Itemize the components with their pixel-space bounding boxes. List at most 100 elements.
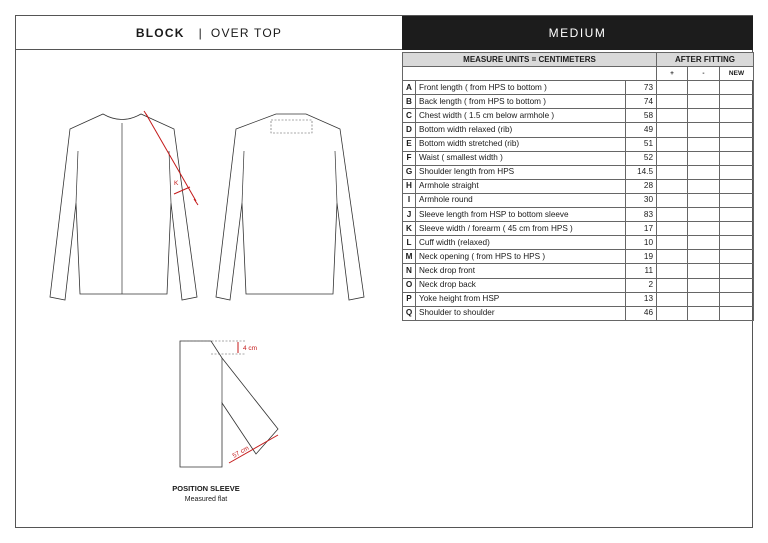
units-subheader-blank xyxy=(402,66,657,82)
fit-plus-cell[interactable] xyxy=(656,192,688,209)
fit-plus-cell[interactable] xyxy=(656,178,688,194)
row-value: 28 xyxy=(625,178,657,194)
fit-new-cell[interactable] xyxy=(718,207,755,223)
fit-minus-cell[interactable] xyxy=(687,80,720,96)
fit-plus-cell[interactable] xyxy=(656,221,688,237)
fit-plus-cell[interactable] xyxy=(656,277,688,293)
fit-plus-cell[interactable] xyxy=(656,136,688,152)
fit-minus-cell[interactable] xyxy=(687,235,720,251)
row-code: F xyxy=(402,150,416,166)
col-new: NEW xyxy=(718,66,755,82)
fit-plus-cell[interactable] xyxy=(656,305,688,321)
fit-minus-cell[interactable] xyxy=(687,277,720,293)
row-code: I xyxy=(402,192,416,209)
row-description: Neck opening ( from HPS to HPS ) xyxy=(415,249,626,265)
row-value: 46 xyxy=(625,305,657,321)
fit-new-cell[interactable] xyxy=(718,249,755,265)
row-description: Front length ( from HPS to bottom ) xyxy=(415,80,626,96)
row-value: 52 xyxy=(625,150,657,166)
fit-minus-cell[interactable] xyxy=(687,305,720,321)
fit-minus-cell[interactable] xyxy=(687,136,720,152)
row-code: G xyxy=(402,164,416,180)
row-value: 58 xyxy=(625,108,657,124)
fit-new-cell[interactable] xyxy=(718,221,755,237)
fit-plus-cell[interactable] xyxy=(656,94,688,110)
fit-minus-cell[interactable] xyxy=(687,178,720,194)
row-value: 13 xyxy=(625,291,657,307)
row-value: 11 xyxy=(625,263,657,279)
drop-measure-label: 4 cm xyxy=(243,345,257,352)
row-value: 51 xyxy=(625,136,657,152)
size-label: MEDIUM xyxy=(548,26,607,40)
fit-new-cell[interactable] xyxy=(718,136,755,152)
row-value: 30 xyxy=(625,192,657,209)
fit-minus-cell[interactable] xyxy=(687,164,720,180)
fit-new-cell[interactable] xyxy=(718,277,755,293)
row-description: Waist ( smallest width ) xyxy=(415,150,626,166)
row-description: Neck drop front xyxy=(415,263,626,279)
row-description: Sleeve length from HSP to bottom sleeve xyxy=(415,207,626,223)
fit-minus-cell[interactable] xyxy=(687,263,720,279)
row-value: 83 xyxy=(625,207,657,223)
fit-plus-cell[interactable] xyxy=(656,291,688,307)
fit-new-cell[interactable] xyxy=(718,235,755,251)
fit-new-cell[interactable] xyxy=(718,122,755,138)
row-code: Q xyxy=(402,305,416,321)
fit-minus-cell[interactable] xyxy=(687,122,720,138)
row-value: 74 xyxy=(625,94,657,110)
row-value: 73 xyxy=(625,80,657,96)
row-description: Yoke height from HSP xyxy=(415,291,626,307)
fit-minus-cell[interactable] xyxy=(687,221,720,237)
fit-new-cell[interactable] xyxy=(718,305,755,321)
header-title: BLOCK | OVER TOP xyxy=(16,16,402,50)
caption-subtitle: Measured flat xyxy=(185,496,227,503)
row-value: 49 xyxy=(625,122,657,138)
row-code: A xyxy=(402,80,416,96)
fit-plus-cell[interactable] xyxy=(656,235,688,251)
fit-new-cell[interactable] xyxy=(718,263,755,279)
fit-plus-cell[interactable] xyxy=(656,164,688,180)
fit-new-cell[interactable] xyxy=(718,164,755,180)
row-code: P xyxy=(402,291,416,307)
fit-minus-cell[interactable] xyxy=(687,249,720,265)
fit-minus-cell[interactable] xyxy=(687,108,720,124)
fit-new-cell[interactable] xyxy=(718,291,755,307)
fit-plus-cell[interactable] xyxy=(656,207,688,223)
fit-plus-cell[interactable] xyxy=(656,108,688,124)
fit-new-cell[interactable] xyxy=(718,108,755,124)
fit-plus-cell[interactable] xyxy=(656,150,688,166)
fit-minus-cell[interactable] xyxy=(687,192,720,209)
fit-new-cell[interactable] xyxy=(718,80,755,96)
header-block-label: BLOCK xyxy=(135,25,185,40)
row-code: L xyxy=(402,235,416,251)
fit-minus-cell[interactable] xyxy=(687,207,720,223)
garment-sketches: K 4 cm 57 cm POSITION SLEEVE Measured fl… xyxy=(49,110,365,503)
fit-plus-cell[interactable] xyxy=(656,80,688,96)
fit-plus-cell[interactable] xyxy=(656,122,688,138)
fit-new-cell[interactable] xyxy=(718,178,755,194)
fit-minus-cell[interactable] xyxy=(687,291,720,307)
header-separator: | xyxy=(198,25,203,40)
fit-new-cell[interactable] xyxy=(718,192,755,209)
fit-plus-cell[interactable] xyxy=(656,249,688,265)
fit-new-cell[interactable] xyxy=(718,94,755,110)
row-value: 14.5 xyxy=(625,164,657,180)
fit-minus-cell[interactable] xyxy=(687,94,720,110)
fit-new-cell[interactable] xyxy=(718,150,755,166)
row-code: C xyxy=(402,108,416,124)
fit-plus-cell[interactable] xyxy=(656,263,688,279)
fit-minus-cell[interactable] xyxy=(687,150,720,166)
sleeve-length-label: 57 cm xyxy=(232,445,251,460)
col-plus: + xyxy=(656,66,688,82)
